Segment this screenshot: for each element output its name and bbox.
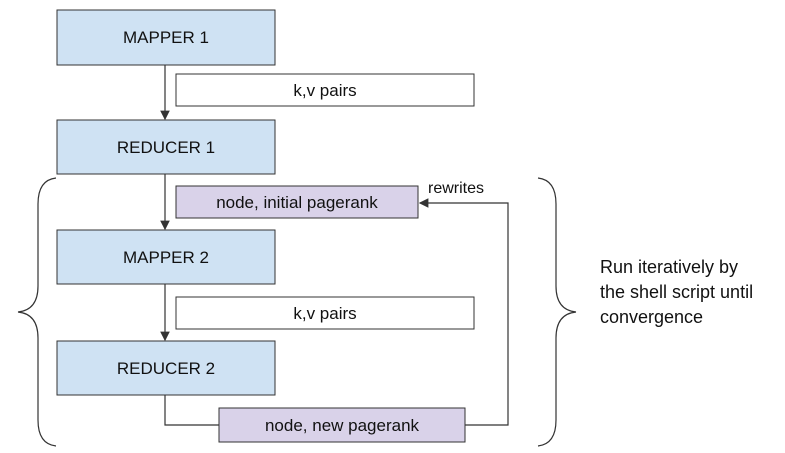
stage-mapper-2: MAPPER 2 xyxy=(56,229,276,285)
iteration-note-line-2: the shell script until xyxy=(600,282,753,302)
stage-reducer-1-box xyxy=(56,119,276,175)
data-kv-pairs-1: k,v pairs xyxy=(175,73,475,107)
data-kv-pairs-1-label: k,v pairs xyxy=(293,81,356,100)
data-kv-pairs-1-box xyxy=(175,73,475,107)
data-new-pagerank-label: node, new pagerank xyxy=(265,416,420,435)
data-initial-pagerank-label: node, initial pagerank xyxy=(216,193,378,212)
connector-reducer2-to-new-pagerank xyxy=(164,395,219,426)
connector-rewrites-loop xyxy=(418,198,509,426)
left-iteration-brace xyxy=(17,177,57,447)
data-kv-pairs-2-box xyxy=(175,296,475,330)
stage-reducer-1: REDUCER 1 xyxy=(56,119,276,175)
data-initial-pagerank: node, initial pagerank xyxy=(175,185,419,219)
iteration-note-line-3: convergence xyxy=(600,307,703,327)
stage-mapper-2-label: MAPPER 2 xyxy=(123,248,209,267)
stage-mapper-1: MAPPER 1 xyxy=(56,9,276,66)
iteration-note: Run iteratively by the shell script unti… xyxy=(600,257,753,327)
stage-reducer-2-label: REDUCER 2 xyxy=(117,359,215,378)
iteration-note-line-1: Run iteratively by xyxy=(600,257,738,277)
stage-mapper-2-box xyxy=(56,229,276,285)
stage-reducer-2: REDUCER 2 xyxy=(56,340,276,396)
data-initial-pagerank-box xyxy=(175,185,419,219)
data-new-pagerank: node, new pagerank xyxy=(218,407,466,443)
data-kv-pairs-2-label: k,v pairs xyxy=(293,304,356,323)
data-new-pagerank-box xyxy=(218,407,466,443)
stage-mapper-1-box xyxy=(56,9,276,66)
stage-reducer-1-label: REDUCER 1 xyxy=(117,138,215,157)
right-iteration-brace xyxy=(537,177,577,447)
rewrites-label: rewrites xyxy=(428,180,484,197)
stage-reducer-2-box xyxy=(56,340,276,396)
data-kv-pairs-2: k,v pairs xyxy=(175,296,475,330)
stage-mapper-1-label: MAPPER 1 xyxy=(123,28,209,47)
